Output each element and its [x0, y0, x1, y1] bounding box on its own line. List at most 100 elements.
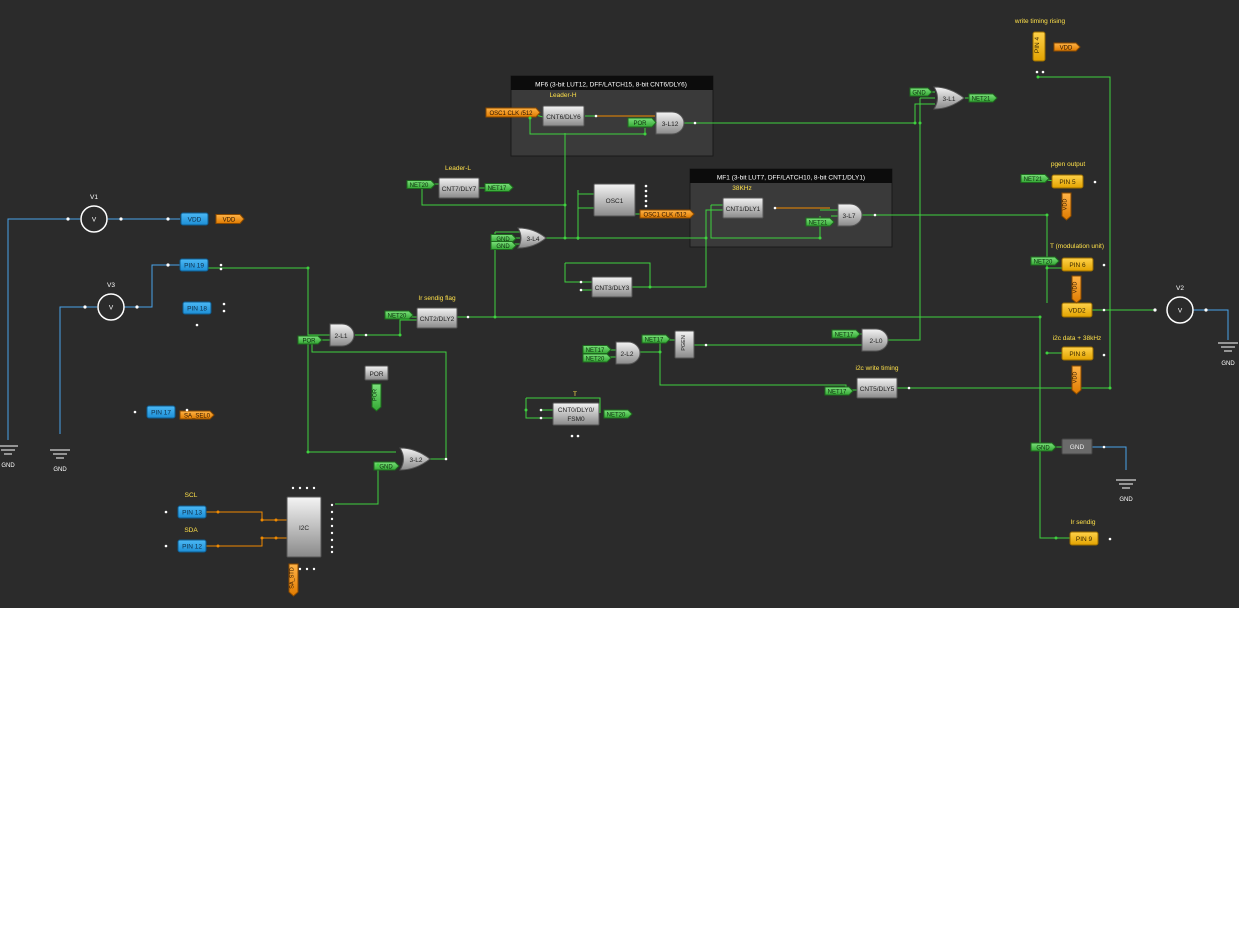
pin8-label: PIN 8	[1069, 351, 1086, 358]
vdd2-block[interactable]: VDD2	[1061, 302, 1093, 318]
green-junction-dots	[306, 75, 1112, 540]
tag-net20-cnt2: NET20	[384, 310, 414, 320]
3-l4-gate[interactable]: 3-L4	[517, 227, 547, 249]
cnt2-block[interactable]: CNT2/DLY2	[416, 307, 458, 329]
tag-net21-l1: NET21	[968, 93, 998, 103]
label-t-mod: T (modulation unit)	[1050, 243, 1104, 250]
vdd2-label: VDD2	[1068, 308, 1086, 315]
svg-text:VDD: VDD	[1073, 282, 1079, 294]
tag-net17-cnt5: NET17	[824, 386, 854, 396]
svg-text:SA_STD: SA_STD	[290, 567, 296, 588]
pin5[interactable]: PIN 5	[1051, 174, 1084, 189]
empty-area	[0, 608, 1239, 939]
svg-text:NET20: NET20	[607, 413, 626, 419]
3-l1-gate[interactable]: 3-L1	[933, 86, 965, 110]
svg-text:VDD: VDD	[1063, 199, 1069, 211]
pin8[interactable]: PIN 8	[1061, 346, 1094, 361]
v3-label: V3	[107, 282, 115, 289]
svg-text:NET17: NET17	[828, 390, 847, 396]
label-ir-flag: Ir sendig flag	[418, 295, 456, 302]
gnd-label-2: GND	[53, 467, 67, 473]
tag-gnd-l1: GND	[909, 87, 933, 97]
gnd-label-4: GND	[1221, 361, 1235, 367]
pgen-block[interactable]: PGEN	[674, 330, 695, 359]
svg-text:NET20: NET20	[586, 357, 605, 363]
2-l2-gate[interactable]: 2-L2	[615, 341, 641, 365]
gnd-block[interactable]: GND	[1061, 438, 1093, 455]
3-l7-label: 3-L7	[842, 213, 855, 220]
cnt2-label: CNT2/DLY2	[420, 316, 455, 323]
pin13[interactable]: PIN 13	[177, 505, 207, 519]
ground-symbol-2	[50, 449, 70, 459]
svg-text:VDD: VDD	[1060, 46, 1073, 52]
tag-vdd-v1: VDD	[215, 214, 245, 224]
pin6-label: PIN 6	[1069, 262, 1086, 269]
v2-symbol: V	[1178, 308, 1183, 315]
pgen-label: PGEN	[681, 335, 687, 351]
3-l12-gate[interactable]: 3-L12	[655, 111, 685, 135]
3-l2-gate[interactable]: 3-L2	[399, 447, 431, 471]
2-l1-gate[interactable]: 2-L1	[329, 323, 355, 347]
cnt0-label-b: FSM0	[567, 416, 585, 423]
label-t: T	[573, 391, 577, 398]
svg-text:NET17: NET17	[488, 186, 507, 192]
2-l1-label: 2-L1	[334, 333, 347, 340]
svg-text:POR: POR	[302, 339, 316, 345]
cnt0-block[interactable]: CNT0/DLY0/ FSM0	[552, 402, 600, 426]
2-l0-gate[interactable]: 2-L0	[861, 328, 889, 352]
cnt1-block[interactable]: CNT1/DLY1	[722, 197, 764, 219]
svg-text:NET20: NET20	[410, 183, 429, 189]
3-l12-label: 3-L12	[662, 121, 679, 128]
cnt5-label: CNT5/DLY5	[860, 386, 895, 393]
v3-source[interactable]	[97, 293, 125, 321]
label-scl: SCL	[185, 492, 198, 499]
tag-osc-clk-osc1: OSC1 CLK /512	[639, 209, 695, 219]
tag-sa-std: SA_STD	[288, 563, 299, 597]
tag-net20-l2: NET20	[582, 353, 612, 363]
schematic-canvas[interactable]: MF6 (3-bit LUT12, DFF/LATCH15, 8-bit CNT…	[0, 0, 1239, 608]
3-l2-label: 3-L2	[409, 457, 422, 464]
pin4[interactable]: PIN 4	[1032, 31, 1046, 62]
label-pgen-output: pgen output	[1051, 161, 1086, 168]
pin12[interactable]: PIN 12	[177, 539, 207, 553]
svg-text:GND: GND	[912, 91, 926, 97]
cnt5-block[interactable]: CNT5/DLY5	[856, 377, 898, 399]
svg-text:GND: GND	[379, 465, 393, 471]
svg-text:POR: POR	[633, 121, 647, 127]
cnt3-block[interactable]: CNT3/DLY3	[591, 276, 633, 298]
label-i2c-data: i2c data + 38kHz	[1053, 335, 1102, 342]
cnt6-block[interactable]: CNT6/DLY6	[542, 105, 585, 127]
por-block[interactable]: POR	[364, 365, 389, 381]
svg-text:NET21: NET21	[1024, 177, 1043, 183]
svg-text:POR: POR	[373, 389, 379, 401]
tag-net20-cnt7: NET20	[406, 180, 436, 189]
gnd-label-3: GND	[1119, 497, 1133, 503]
vdd-pin[interactable]: VDD	[180, 212, 209, 226]
pin17[interactable]: PIN 17	[146, 405, 176, 419]
label-38khz: 38KHz	[732, 185, 752, 192]
gnd-label-1: GND	[1, 463, 15, 469]
label-leader-l: Leader-L	[445, 165, 471, 172]
3-l7-gate[interactable]: 3-L7	[837, 203, 863, 227]
mf6-title: MF6 (3-bit LUT12, DFF/LATCH15, 8-bit CNT…	[535, 82, 687, 89]
osc1-block[interactable]: OSC1	[593, 183, 636, 217]
pin19-label: PIN 19	[184, 263, 204, 270]
i2c-block[interactable]: I2C	[286, 496, 322, 558]
pin5-label: PIN 5	[1059, 179, 1076, 186]
svg-text:VDD: VDD	[223, 218, 236, 224]
v2-source[interactable]	[1166, 296, 1194, 324]
svg-text:OSC1 CLK /512: OSC1 CLK /512	[489, 111, 533, 117]
vdd-pin-label: VDD	[188, 217, 202, 224]
tag-net21-pin5: NET21	[1020, 174, 1050, 183]
tag-net17-l2: NET17	[582, 345, 612, 354]
pin6[interactable]: PIN 6	[1061, 257, 1094, 272]
tag-osc-clk-mf6: OSC1 CLK /512	[485, 107, 541, 118]
pin19[interactable]: PIN 19	[179, 258, 209, 272]
v1-label: V1	[90, 194, 98, 201]
cnt3-label: CNT3/DLY3	[595, 285, 630, 292]
v1-source[interactable]	[80, 205, 108, 233]
cnt7-block[interactable]: CNT7/DLY7	[438, 177, 480, 199]
pin9[interactable]: PIN 9	[1069, 531, 1099, 546]
pin18[interactable]: PIN 18	[182, 301, 212, 315]
svg-text:GND: GND	[1036, 446, 1050, 452]
